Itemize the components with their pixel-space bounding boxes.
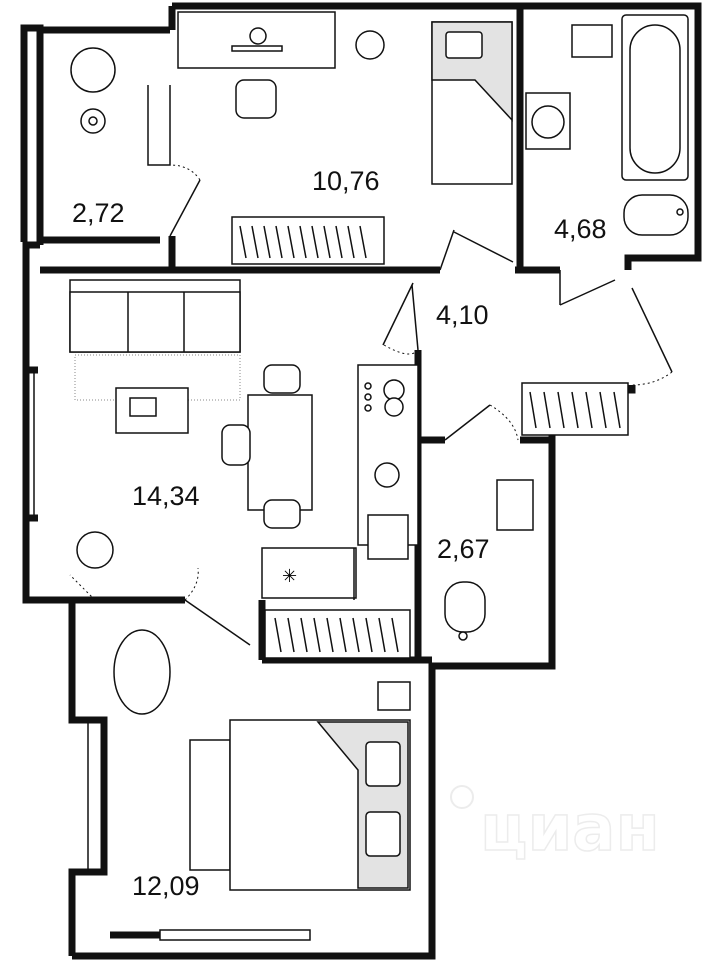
area-hallway: 4,10 (436, 300, 489, 330)
windows (33, 370, 89, 872)
area-living-kitchen: 14,34 (132, 481, 200, 511)
area-toilet: 2,67 (437, 534, 490, 564)
area-labels: 2,72 10,76 4,68 4,10 14,34 2,67 12,09 (72, 166, 607, 901)
living-kitchen-furniture: ✳ (69, 279, 419, 600)
doors (69, 164, 673, 646)
watermark-text: циан (480, 792, 660, 866)
cian-watermark: циан (450, 785, 660, 867)
bedroom-2-furniture (113, 629, 411, 941)
area-bedroom-2: 12,09 (132, 871, 200, 901)
toilet-fixtures (264, 382, 629, 659)
snowflake-icon: ✳ (282, 566, 297, 587)
bathroom-fixtures (525, 14, 689, 236)
area-bathroom: 4,68 (554, 214, 607, 244)
balcony-furniture (70, 47, 116, 134)
bedroom-1-furniture (177, 11, 513, 265)
area-balcony: 2,72 (72, 198, 125, 228)
area-bedroom-1: 10,76 (312, 166, 380, 196)
